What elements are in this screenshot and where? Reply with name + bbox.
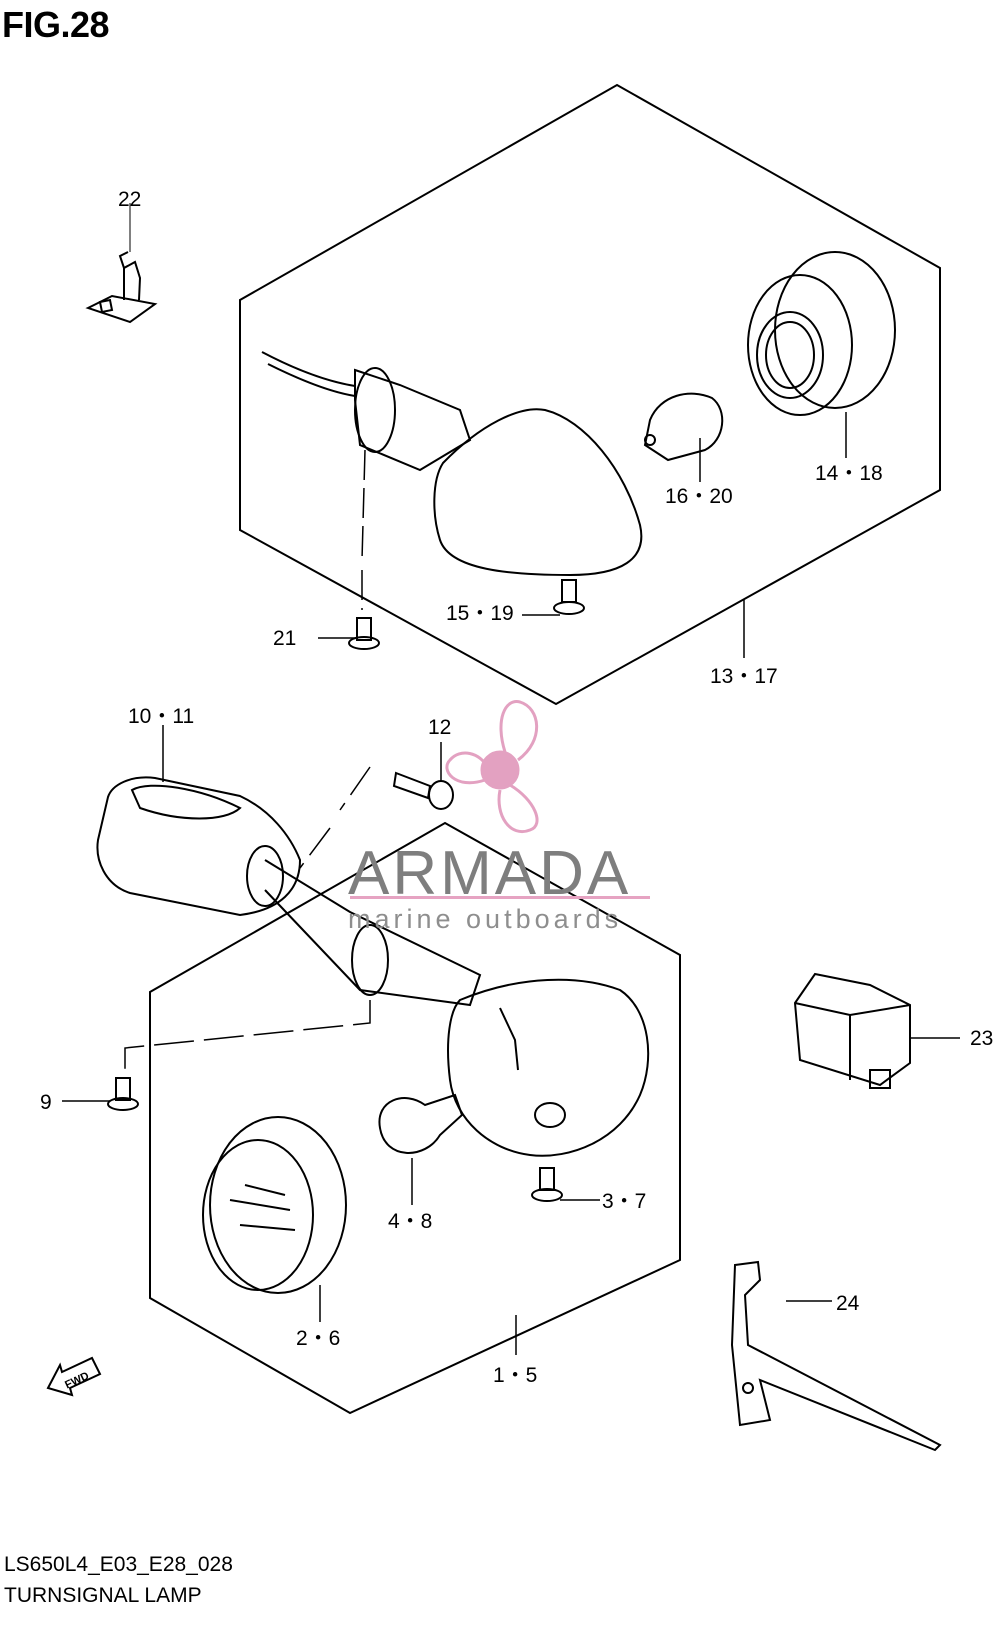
lower-lens — [202, 1116, 347, 1294]
part-24-bracket — [730, 1260, 942, 1452]
screw-3-7 — [531, 1167, 563, 1202]
watermark-rule — [350, 896, 650, 899]
callout-15-19: 15・19 — [446, 602, 514, 625]
fwd-arrow-icon — [46, 1356, 102, 1397]
upper-bulb — [643, 392, 724, 462]
callout-21: 21 — [273, 627, 296, 650]
callout-1-5: 1・5 — [493, 1364, 537, 1387]
lower-lamp-stem — [264, 859, 482, 1007]
figure-name: TURNSIGNAL LAMP — [4, 1584, 202, 1607]
screw-15-19 — [553, 579, 585, 615]
upper-lamp-stem — [261, 351, 472, 472]
screw-21 — [348, 617, 380, 650]
callout-13-17: 13・17 — [710, 665, 778, 688]
watermark-subtitle: marine outboards — [348, 904, 623, 934]
figure-title: FIG.28 — [2, 4, 110, 45]
callout-10-11: 10・11 — [128, 705, 194, 728]
callout-3-7: 3・7 — [602, 1190, 646, 1213]
part-10-11-bracket — [96, 776, 302, 917]
part-23-relay — [793, 972, 911, 1089]
lower-bulb — [378, 1093, 464, 1154]
callout-9: 9 — [40, 1091, 52, 1114]
callout-4-8: 4・8 — [388, 1210, 432, 1233]
callout-2-6: 2・6 — [296, 1327, 340, 1350]
callout-22: 22 — [118, 188, 141, 211]
callout-16-20: 16・20 — [665, 485, 733, 508]
part-12-bolt — [392, 771, 454, 810]
assembly-boundary-lower — [149, 821, 681, 1415]
figure-code: LS650L4_E03_E28_028 — [4, 1553, 233, 1576]
upper-lamp-housing — [433, 408, 643, 577]
leader-lines — [62, 412, 960, 1355]
screw-9 — [107, 1077, 139, 1111]
callout-23: 23 — [970, 1027, 993, 1050]
callout-24: 24 — [836, 1292, 860, 1315]
part-22-bracket-clip — [85, 203, 158, 324]
propeller-icon — [445, 700, 539, 834]
assembly-boundary-upper — [239, 83, 941, 706]
callouts: 22 14・18 16・20 15・19 21 13・17 10・11 12 2… — [40, 188, 993, 1391]
callout-12: 12 — [428, 716, 451, 739]
lower-lamp-housing — [447, 978, 650, 1157]
callout-14-18: 14・18 — [815, 462, 883, 485]
upper-lens — [747, 251, 896, 416]
